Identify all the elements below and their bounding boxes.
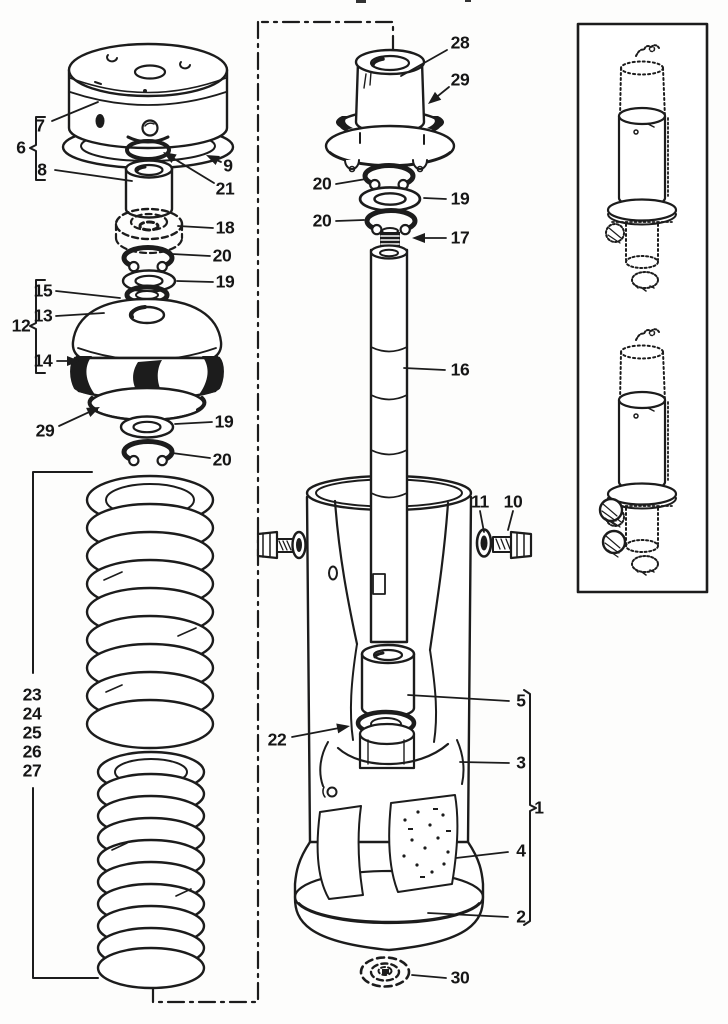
callout-24-road-spring-group: 24 — [22, 703, 42, 724]
leader-line-28 — [400, 49, 448, 77]
washer-below-dome — [119, 415, 175, 439]
drain-grommet — [359, 956, 411, 988]
callout-9-dished-seat-washer: 9 — [223, 155, 233, 176]
identification-plate-speckles — [402, 808, 451, 878]
leader-line-18 — [177, 225, 214, 229]
leader-line-16 — [403, 367, 446, 371]
callout-20-circlip: 20 — [312, 173, 332, 194]
leader-line-30 — [411, 974, 447, 979]
leader-line-19 — [423, 197, 447, 200]
leader-arrowhead-22 — [336, 723, 350, 734]
callout-12-dome-mounting-group: 12 — [11, 315, 31, 336]
leader-arrowhead-14 — [67, 356, 80, 366]
callout-19-washer: 19 — [215, 271, 235, 292]
callout-19-washer: 19 — [214, 411, 234, 432]
leader-arrowhead-29 — [428, 91, 442, 104]
callout-27-road-spring-group: 27 — [22, 760, 42, 781]
upper-flange-and-bushing — [324, 48, 456, 173]
spacer-tube — [360, 643, 416, 719]
bracket-springs-upper — [32, 471, 93, 674]
spacer-bushing — [124, 159, 174, 219]
leader-line-11 — [479, 510, 485, 533]
leader-line-2 — [427, 912, 509, 918]
bolt-washer-right — [475, 528, 493, 558]
leader-arrowhead-17 — [412, 233, 425, 243]
inner-cartridge-tube — [336, 722, 450, 770]
callout-2-base-dome: 2 — [516, 906, 526, 927]
leader-arrowhead-9 — [206, 155, 220, 166]
callout-3-outer-casing: 3 — [516, 752, 526, 773]
callout-20-circlip: 20 — [212, 245, 232, 266]
leader-line-20 — [171, 253, 211, 257]
leader-line-20 — [335, 178, 367, 185]
pinch-bolt-right — [492, 530, 533, 560]
bracket-springs-lower — [32, 787, 99, 979]
callout-10-bolt: 10 — [503, 491, 523, 512]
circlip-below-dome — [124, 442, 172, 466]
callout-19-washer: 19 — [450, 188, 470, 209]
washer-mid — [358, 186, 422, 212]
callout-26-road-spring-group: 26 — [22, 741, 42, 762]
road-spring-lower — [96, 750, 206, 990]
leader-line-15 — [55, 290, 121, 299]
callout-6-top-mount-assembly-group: 6 — [16, 137, 26, 158]
callout-22-gland-seal: 22 — [267, 729, 287, 750]
crop-artifacts — [356, 0, 471, 3]
leader-line-7 — [51, 101, 99, 122]
callout-1-strut-assembly-group: 1 — [534, 797, 544, 818]
leader-line-8 — [54, 169, 133, 182]
inset-panel — [576, 22, 709, 594]
leader-line-10 — [507, 510, 514, 531]
callout-16-piston-rod: 16 — [450, 359, 470, 380]
leader-arrowhead-29 — [86, 407, 100, 418]
callout-30-drain-grommet: 30 — [450, 967, 470, 988]
callout-21-bearing-seat-ring: 21 — [215, 178, 235, 199]
circlip-upper-left — [124, 248, 172, 272]
callout-11-bolt-washer: 11 — [471, 491, 489, 512]
group-brackets — [29, 116, 537, 979]
callout-28-top-bushing: 28 — [450, 32, 470, 53]
callout-29-flange-lip: 29 — [35, 420, 55, 441]
callout-17-bump-stop: 17 — [450, 227, 470, 248]
pinch-bolt-left — [256, 530, 307, 560]
callout-5-spacer-tube: 5 — [516, 690, 526, 711]
callout-23-road-spring-group: 23 — [22, 684, 42, 705]
bracket-group-12 — [29, 279, 46, 374]
leader-line-13 — [55, 312, 105, 317]
leader-line-22 — [291, 726, 343, 738]
assembled-strut-view-lower — [598, 328, 678, 577]
leader-line-4 — [455, 851, 509, 859]
leader-line-29 — [58, 409, 93, 427]
leader-line-20 — [335, 219, 365, 222]
bracket-group-1 — [523, 689, 537, 926]
callout-18-bearing: 18 — [215, 217, 235, 238]
rubber-dome-mount — [70, 284, 224, 422]
leader-line-19 — [176, 280, 214, 283]
callout-8-spacer-bushing: 8 — [37, 159, 47, 180]
leader-line-21 — [169, 155, 215, 184]
bracket-group-6 — [29, 116, 46, 181]
road-spring-upper — [85, 474, 215, 750]
callout-13-rubber-dome: 13 — [33, 305, 53, 326]
callout-4-identification-plate: 4 — [516, 840, 526, 861]
leader-line-20 — [171, 452, 211, 459]
assembly-boundary-dashed-box — [151, 20, 395, 1004]
leader-arrowhead-21 — [163, 152, 177, 164]
bump-stop — [380, 227, 400, 248]
callout-7-top-mount-housing: 7 — [35, 115, 45, 136]
leader-line-19 — [174, 421, 213, 425]
callout-25-road-spring-group: 25 — [22, 722, 42, 743]
callout-20-circlip: 20 — [212, 449, 232, 470]
circlip-upper-mid — [365, 166, 413, 190]
leader-line-3 — [459, 761, 510, 764]
callout-15-mounting-collar: 15 — [33, 280, 53, 301]
callout-leader-lines — [51, 49, 514, 979]
piston-rod — [369, 244, 409, 644]
leader-line-5 — [407, 694, 510, 702]
callout-20-circlip: 20 — [312, 210, 332, 231]
callout-29-upper-flange: 29 — [450, 69, 470, 90]
callout-14-dome-lower-body: 14 — [33, 350, 53, 371]
